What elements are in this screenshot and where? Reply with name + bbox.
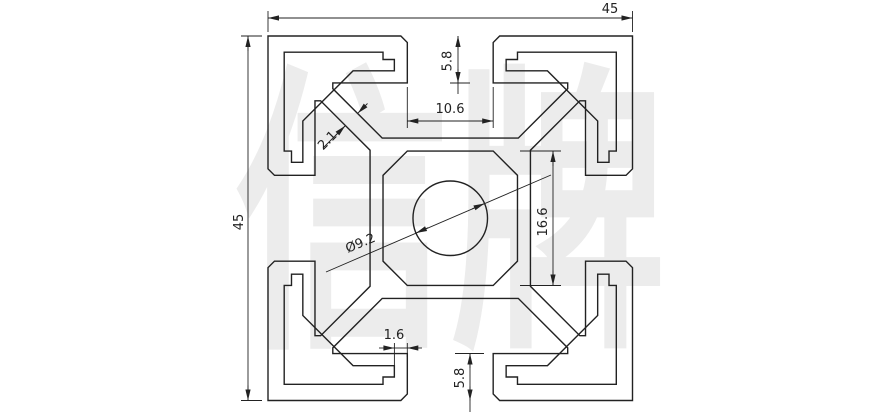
dim-overall-height: [241, 35, 262, 401]
corner-cavity-top-left: [284, 52, 394, 162]
arrow: [357, 103, 368, 114]
profile-outline: [268, 36, 633, 401]
dim-label-slot-depth-bottom: 5.8: [453, 368, 468, 389]
dim-label-overall-height: 45: [232, 214, 247, 231]
dim-slot-depth-top: [450, 36, 470, 94]
profile-cross-section: [268, 36, 633, 401]
arrow: [415, 226, 429, 234]
dim-wall-thickness: [379, 343, 422, 369]
dim-label-wall-thickness: 1.6: [384, 328, 405, 343]
dim-slot-depth-bottom: [455, 353, 484, 412]
center-cavity: [383, 151, 517, 285]
corner-cavity-bottom-left: [284, 274, 394, 384]
dim-label-slot-opening: 10.6: [436, 102, 465, 117]
dim-label-overall-width: 45: [602, 2, 619, 17]
dim-center-cavity: [520, 150, 561, 286]
leader-line: [322, 125, 346, 149]
arrow: [472, 203, 485, 211]
dim-label-center-cavity: 16.6: [536, 208, 551, 237]
watermark-text: 信牌: [234, 41, 666, 391]
watermark: 信牌: [234, 41, 666, 391]
dim-overall-width: [267, 11, 633, 32]
dim-label-slot-depth-top: 5.8: [441, 51, 456, 72]
leader-line: [325, 174, 552, 273]
corner-cavity-bottom-right: [506, 274, 616, 384]
dim-slot-opening: [406, 87, 494, 128]
dim-web-thickness: [322, 103, 368, 149]
center-hole: [413, 181, 488, 256]
dim-hole-diameter: [325, 174, 552, 273]
dimension-lines: [241, 11, 633, 412]
corner-cavity-top-right: [506, 52, 616, 162]
